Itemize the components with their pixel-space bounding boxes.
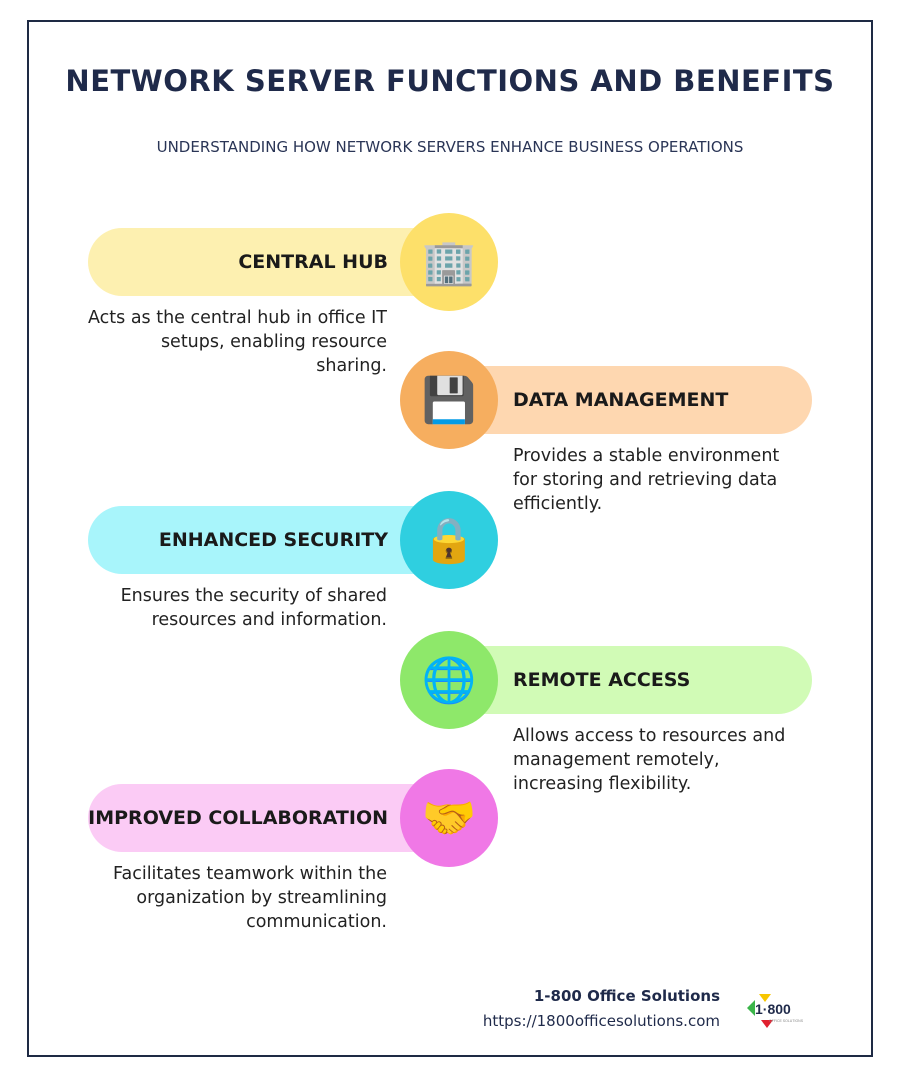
- globe-icon: 🌐: [400, 631, 498, 729]
- item-label: CENTRAL HUB: [238, 251, 388, 273]
- item-label: IMPROVED COLLABORATION: [88, 807, 388, 829]
- item-description: Facilitates teamwork within the organiza…: [113, 864, 387, 932]
- item-label: REMOTE ACCESS: [513, 669, 691, 691]
- footer-company: 1-800 Office Solutions: [533, 987, 720, 1005]
- item-description: Acts as the central hub in office IT set…: [88, 308, 387, 376]
- infographic-frame: [27, 20, 873, 1057]
- item-description: Allows access to resources and managemen…: [513, 726, 786, 794]
- company-logo: 1·800 OFFICE SOLUTIONS: [747, 994, 804, 1028]
- item-description: Provides a stable environment for storin…: [513, 446, 780, 514]
- page-title: NETWORK SERVER FUNCTIONS AND BENEFITS: [65, 64, 835, 98]
- page-subtitle: UNDERSTANDING HOW NETWORK SERVERS ENHANC…: [156, 138, 744, 156]
- item-description: Ensures the security of shared resources…: [120, 586, 387, 630]
- svg-text:1·800: 1·800: [755, 1001, 791, 1017]
- item-label: DATA MANAGEMENT: [513, 389, 729, 411]
- item-label: ENHANCED SECURITY: [158, 529, 388, 551]
- handshake-icon: 🤝: [400, 769, 498, 867]
- office-building-icon: 🏢: [400, 213, 498, 311]
- svg-text:OFFICE SOLUTIONS: OFFICE SOLUTIONS: [769, 1019, 804, 1023]
- floppy-disk-icon: 💾: [400, 351, 498, 449]
- footer-url[interactable]: https://1800officesolutions.com: [482, 1012, 720, 1030]
- padlock-icon: 🔒: [400, 491, 498, 589]
